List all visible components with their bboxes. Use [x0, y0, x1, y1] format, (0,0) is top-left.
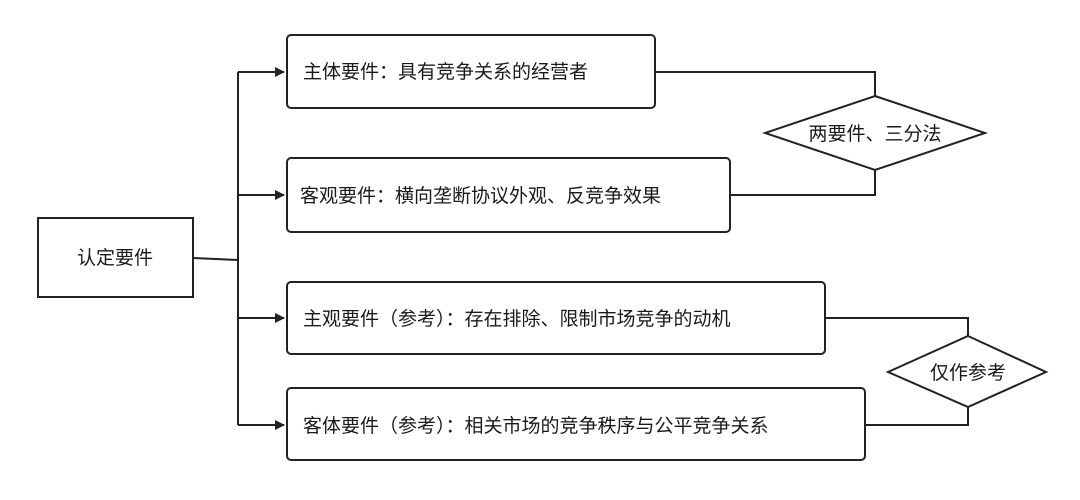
element-label: 客体要件（参考）：相关市场的竞争秩序与公平竞争关系	[303, 415, 769, 437]
element-label: 主观要件（参考）：存在排除、限制市场竞争的动机	[303, 308, 731, 330]
group-diamond-reference: 仅作参考	[885, 334, 1049, 409]
group-label: 仅作参考	[930, 362, 1006, 384]
element-node-subjective: 主观要件（参考）：存在排除、限制市场竞争的动机	[286, 281, 826, 355]
element-node-subject: 主体要件：具有竞争关系的经营者	[286, 34, 656, 109]
element-label: 客观要件：横向垄断协议外观、反竞争效果	[300, 185, 661, 207]
group-label: 两要件、三分法	[808, 123, 941, 145]
element-node-object: 客体要件（参考）：相关市场的竞争秩序与公平竞争关系	[286, 387, 866, 461]
root-label: 认定要件	[77, 247, 153, 269]
element-label: 主体要件：具有竞争关系的经营者	[303, 61, 588, 83]
root-connector	[192, 257, 239, 261]
group-diamond-two-elements: 两要件、三分法	[761, 94, 989, 172]
group-2-connector-top	[825, 317, 969, 336]
group-1-connector-bottom	[730, 170, 876, 196]
group-1-connector-top	[655, 71, 876, 96]
group-2-connector-bottom	[865, 407, 969, 426]
root-node: 认定要件	[37, 217, 194, 298]
element-node-objective: 客观要件：横向垄断协议外观、反竞争效果	[286, 157, 731, 233]
